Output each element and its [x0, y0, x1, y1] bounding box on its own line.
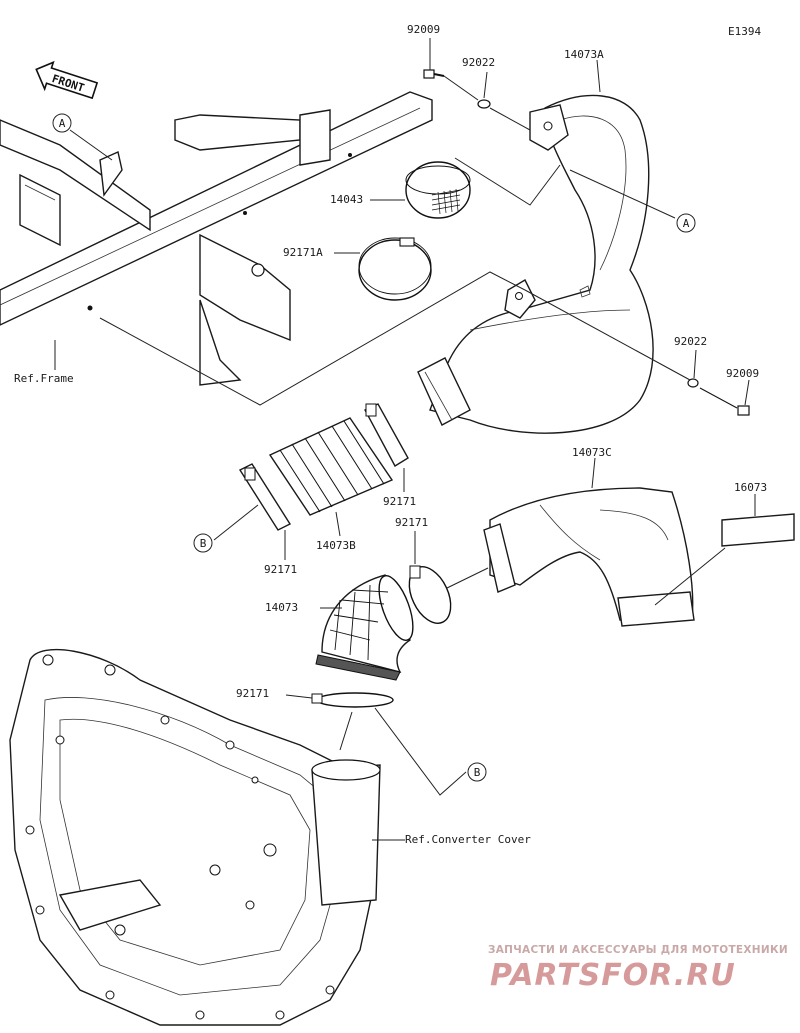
callout-a-top-letter: A	[59, 117, 66, 130]
boot-14073b	[268, 417, 394, 516]
screen-14043	[405, 161, 471, 219]
label-92022-top: 92022	[462, 56, 495, 69]
axis-frame-to-duct	[99, 271, 526, 406]
bolt-92009-right	[737, 405, 750, 416]
clamp-92171a	[358, 237, 432, 301]
axis-92022-top	[489, 107, 531, 131]
leader-92022-right	[693, 349, 697, 379]
callout-a-top	[52, 113, 72, 133]
label-14073b: 14073B	[316, 539, 356, 552]
clamp-92171-mid2	[408, 565, 452, 624]
axis-bottom-clamp	[339, 711, 353, 751]
axis-14043	[454, 157, 561, 206]
bolt-92009-top	[423, 69, 445, 79]
washer-92022-top	[477, 99, 491, 109]
duct-14073a	[417, 94, 654, 434]
ref-converter-cover-label: Ref.Converter Cover	[405, 833, 531, 846]
converter-cover	[9, 648, 381, 1026]
label-92022-right: 92022	[674, 335, 707, 348]
watermark-brand: PARTSFOR.RU	[490, 958, 736, 993]
label-14073: 14073	[265, 601, 298, 614]
label-92009-right: 92009	[726, 367, 759, 380]
label-92171-mid: 92171	[383, 495, 416, 508]
watermark-subtitle: ЗАПЧАСТИ И АКСЕССУАРЫ ДЛЯ МОТОТЕХНИКИ	[488, 944, 788, 956]
diagram-code: E1394	[728, 25, 761, 38]
leader-b-bottom	[374, 707, 467, 796]
label-92171a: 92171A	[283, 246, 323, 259]
clamp-92171-left	[238, 463, 292, 531]
callout-a-right-letter: A	[683, 217, 690, 230]
leader-a-right	[569, 169, 676, 219]
clamp-92171-bottom	[311, 692, 394, 708]
label-16073: 16073	[734, 481, 767, 494]
ref-frame-label: Ref.Frame	[14, 372, 74, 385]
front-arrow: FRONT	[35, 60, 99, 100]
axis-92009-top	[443, 75, 479, 101]
elbow-14073	[315, 574, 414, 681]
callout-b-bottom-letter: B	[474, 766, 481, 779]
label-14073a: 14073A	[564, 48, 604, 61]
label-14043: 14043	[330, 193, 363, 206]
washer-92022-right	[687, 378, 699, 388]
leader-b-left	[213, 504, 259, 541]
callout-b-bottom	[467, 762, 487, 782]
axis-16073	[654, 547, 726, 606]
leader-92009-right	[744, 379, 750, 406]
duct-14073c	[483, 487, 695, 627]
label-plate-16073	[721, 513, 795, 547]
leader-92022-top	[483, 71, 488, 99]
callout-b-left-letter: B	[200, 537, 207, 550]
callout-b-left	[193, 533, 213, 553]
leader-14073b	[335, 511, 341, 537]
axis-right-bolt	[524, 289, 691, 381]
clamp-92171-mid	[364, 403, 409, 467]
label-92171-left: 92171	[264, 563, 297, 576]
label-14073c: 14073C	[572, 446, 612, 459]
axis-92171-mid2	[446, 567, 489, 589]
label-92171-bottom: 92171	[236, 687, 269, 700]
label-92009-top: 92009	[407, 23, 440, 36]
label-92171-mid2: 92171	[395, 516, 428, 529]
leader-14073a	[596, 59, 601, 93]
frame-drawing	[0, 91, 433, 386]
leader-a-top	[69, 129, 113, 161]
leader-14073c	[591, 457, 596, 489]
axis-92009-right	[699, 387, 738, 409]
leader-92171-bottom	[285, 694, 313, 699]
callout-a-right	[676, 213, 696, 233]
